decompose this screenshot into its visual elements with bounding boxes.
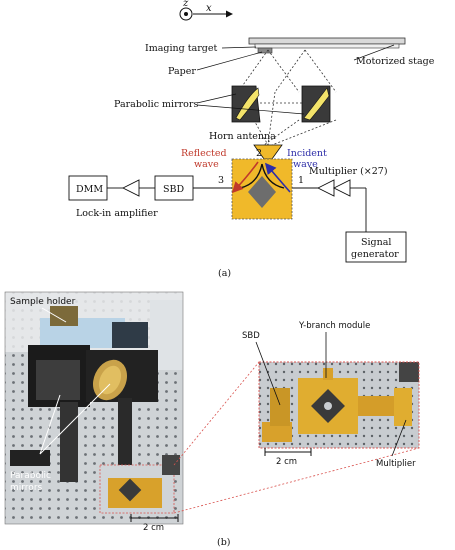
scale-left-label: 2 cm — [143, 523, 164, 533]
zoom-line-top — [173, 361, 260, 466]
caption-a: (a) — [218, 268, 231, 279]
multiplier-label: Multiplier (×27) — [309, 166, 388, 177]
motorized-stage-leader — [353, 44, 395, 61]
sample-holder-leader — [41, 307, 67, 323]
port-1-label: 1 — [298, 175, 304, 186]
horn-antenna-label: Horn antenna — [209, 131, 276, 142]
axis-x-label: x — [206, 3, 212, 14]
y-branch-module — [231, 158, 293, 220]
sbd-photo-leader — [255, 341, 281, 406]
parabolic-mirrors-label: Parabolic mirrors — [114, 99, 198, 110]
beam-paths — [237, 49, 337, 146]
multiplier-symbol-1 — [316, 179, 335, 197]
generator-label: generator — [351, 249, 399, 260]
port-3-label: 3 — [218, 175, 224, 186]
photo-zoom-frame — [258, 361, 420, 449]
multiplier-symbol-2 — [332, 179, 351, 197]
dmm-box — [68, 175, 108, 201]
reflected-wave-arrow — [231, 161, 259, 194]
caption-b: (b) — [217, 537, 231, 548]
port-2-label: 2 — [256, 148, 262, 159]
lockin-amplifier-symbol — [121, 179, 140, 197]
parabolic-mirror-right — [301, 85, 331, 123]
mirrors-leader-1 — [196, 93, 237, 104]
motorized-stage-label: Motorized stage — [356, 56, 435, 67]
axis-z-label: z — [182, 0, 189, 9]
right-mirror-leader — [39, 383, 111, 455]
incident-label: Incident — [287, 148, 327, 159]
sbd-label: SBD — [163, 184, 184, 195]
multiplier-photo-leader — [391, 419, 407, 457]
incident-wave-arrow — [264, 162, 291, 193]
parabolic-mirror-left — [231, 85, 261, 123]
reflected-label: Reflected — [181, 148, 227, 159]
sample-holder-label: Sample holder — [10, 297, 76, 307]
incident-wave-label: wave — [293, 159, 318, 170]
paper-label: Paper — [168, 66, 196, 77]
axis-indicator — [179, 7, 233, 21]
mirrors-leader-2 — [196, 104, 305, 115]
mirrors-label: mirrors — [10, 483, 43, 493]
lockin-label: Lock-in amplifier — [76, 208, 158, 219]
photo-setup-frame — [4, 291, 184, 525]
imaging-target-leader — [221, 46, 257, 49]
sbd-photo-label: SBD — [242, 331, 260, 341]
signal-generator-box — [345, 231, 407, 263]
photo-zoom — [259, 362, 419, 448]
scale-right-label: 2 cm — [276, 457, 297, 467]
reflected-wave-label: wave — [194, 159, 219, 170]
motorized-stage — [248, 37, 406, 54]
left-mirror-leader — [39, 394, 61, 455]
ybranch-label: Y-branch module — [298, 321, 370, 331]
parabolic-label: Parabolic — [10, 471, 51, 481]
signal-label: Signal — [361, 237, 391, 248]
photo-setup — [5, 292, 183, 524]
multiplier-photo-label: Multiplier — [376, 459, 416, 469]
imaging-target-label: Imaging target — [145, 43, 217, 54]
dmm-label: DMM — [76, 184, 103, 195]
paper-leader — [196, 51, 263, 71]
